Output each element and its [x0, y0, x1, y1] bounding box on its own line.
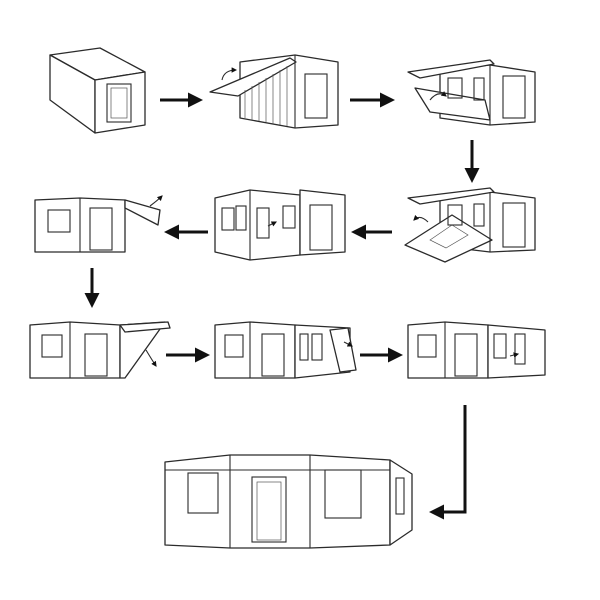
step-4-floor-panel-lowering	[404, 187, 536, 263]
step-6-end-wall-opening	[34, 195, 163, 253]
flow-arrows	[84, 92, 480, 520]
step-1-closed-container	[49, 47, 146, 134]
arrow-9-to-10	[429, 405, 467, 520]
step-2-roof-flap-opening	[209, 54, 339, 129]
step-5-partially-expanded	[214, 189, 346, 261]
step-9-right-wing-unfolding	[407, 321, 546, 379]
step-8-right-wing-folding	[214, 321, 357, 379]
step-3-side-wall-folding	[407, 59, 536, 126]
step-10-fully-expanded	[164, 454, 413, 549]
step-7-left-wing-folding	[29, 321, 171, 379]
